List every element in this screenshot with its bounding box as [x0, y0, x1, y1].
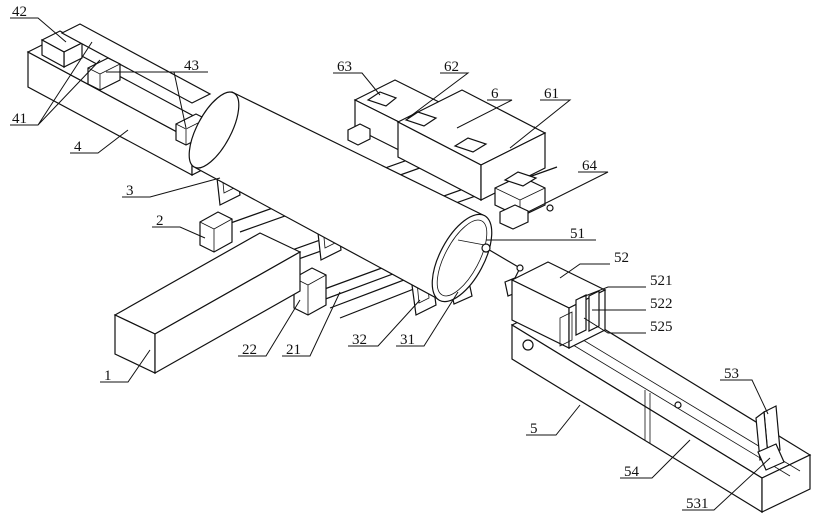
label-64: 64 — [582, 158, 598, 174]
label-31: 31 — [400, 332, 415, 348]
label-3: 3 — [126, 183, 134, 199]
label-525: 525 — [650, 319, 673, 335]
label-522: 522 — [650, 296, 673, 312]
label-2: 2 — [156, 213, 164, 229]
label-4: 4 — [74, 139, 82, 155]
label-61: 61 — [544, 86, 559, 102]
label-6: 6 — [491, 86, 499, 102]
label-41: 41 — [12, 111, 27, 127]
label-21: 21 — [286, 342, 301, 358]
label-63: 63 — [337, 59, 352, 75]
label-53: 53 — [724, 366, 739, 382]
label-43: 43 — [184, 58, 199, 74]
rail-assembly-4 — [28, 24, 216, 175]
label-22: 22 — [242, 342, 257, 358]
box-2 — [200, 212, 232, 252]
label-32: 32 — [352, 332, 367, 348]
label-5: 5 — [530, 421, 538, 437]
label-521: 521 — [650, 273, 673, 289]
label-54: 54 — [624, 464, 640, 480]
label-51: 51 — [570, 226, 585, 242]
label-52: 52 — [614, 250, 629, 266]
label-531: 531 — [686, 496, 709, 512]
label-42: 42 — [12, 4, 27, 20]
label-1: 1 — [104, 368, 112, 384]
label-62: 62 — [444, 59, 459, 75]
block-1 — [115, 233, 300, 373]
